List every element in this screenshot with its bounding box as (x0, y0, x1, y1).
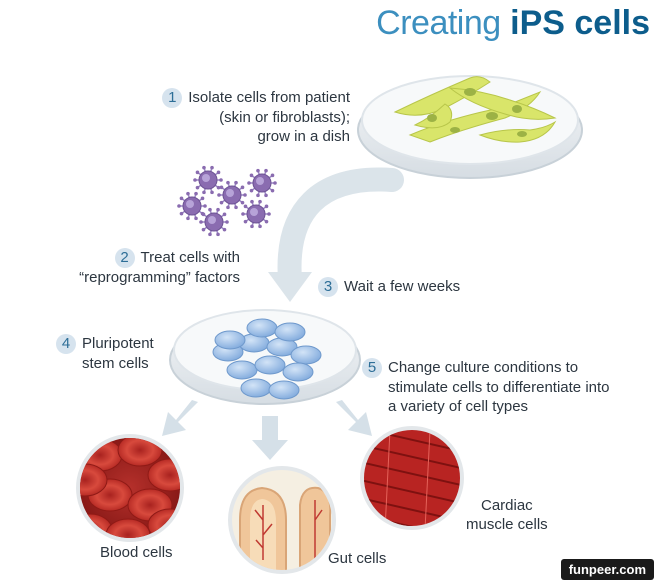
blood-cells-label: Blood cells (100, 544, 173, 561)
gut-cells-icon (228, 466, 336, 574)
blood-cells-icon (76, 434, 184, 542)
step-2-line-2: “reprogramming” factors (79, 269, 240, 286)
step-1-line-1: Isolate cells from patient (188, 89, 350, 106)
reprogramming-factors-icon (177, 165, 277, 237)
step-1-number: 1 (162, 88, 183, 108)
step-2: 2 Treat cells with “reprogramming” factor… (40, 248, 240, 287)
cardiac-cells-icon (360, 426, 464, 530)
title-bold: iPS cells (510, 4, 650, 42)
step-5: 5 Change culture conditions to stimulate … (362, 358, 654, 416)
title-light: Creating (376, 4, 501, 42)
petri-dish-fibroblasts (357, 75, 583, 179)
process-arrow (268, 167, 404, 302)
cardiac-cells-label: Cardiac muscle cells (466, 497, 548, 533)
step-3-line-1: Wait a few weeks (344, 278, 461, 295)
step-5-line-2: stimulate cells to differentiate into (388, 379, 610, 396)
step-5-line-1: Change culture conditions to (388, 359, 579, 376)
step-3-number: 3 (318, 277, 338, 297)
watermark-badge: funpeer.com (560, 559, 654, 580)
petri-dish-stem-cells (169, 309, 361, 405)
step-4-line-2: stem cells (82, 355, 149, 372)
page-title: Creating iPS cells (320, 4, 650, 43)
step-5-line-3: a variety of cell types (388, 398, 529, 415)
step-3: 3 Wait a few weeks (318, 277, 460, 297)
step-2-number: 2 (114, 248, 135, 268)
step-2-line-1: Treat cells with (140, 249, 240, 266)
step-1-line-2: (skin or fibroblasts); (219, 109, 350, 126)
gut-cells-label: Gut cells (328, 550, 387, 567)
step-1: 1 Isolate cells from patient (skin or fib… (140, 88, 350, 146)
step-5-number: 5 (362, 358, 382, 378)
step-1-line-3: grow in a dish (257, 128, 350, 145)
step-4-line-1: Pluripotent (82, 335, 154, 352)
step-4: 4 Pluripotent stem cells (56, 334, 166, 373)
differentiation-arrows (162, 400, 372, 460)
step-4-number: 4 (56, 334, 76, 354)
